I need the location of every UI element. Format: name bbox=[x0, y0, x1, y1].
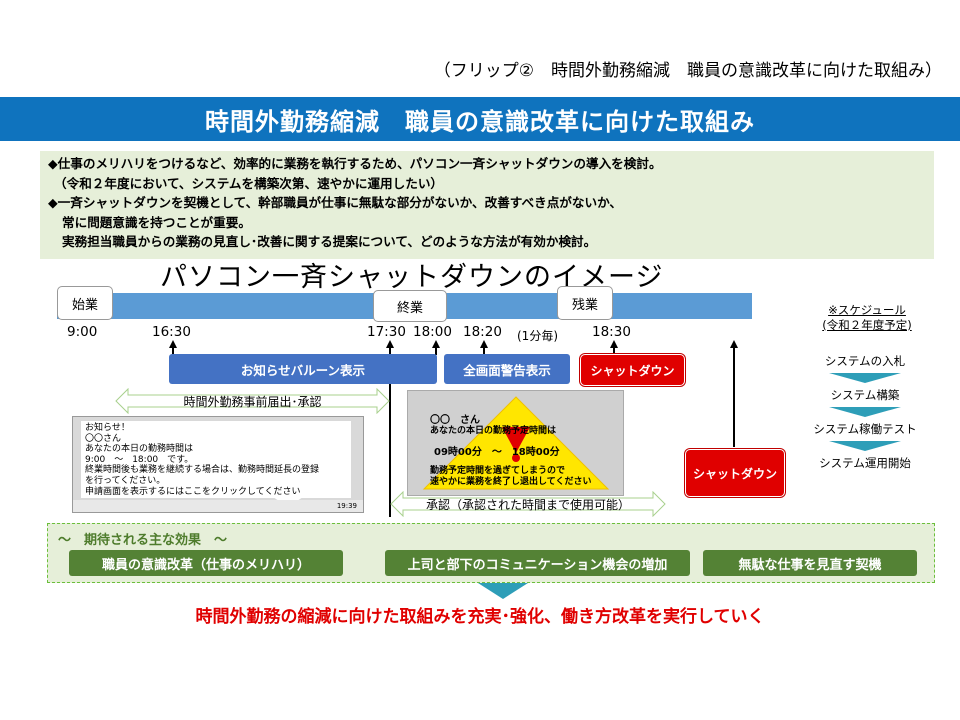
schedule-title-line-1: ※スケジュール bbox=[828, 303, 906, 317]
fullscreen-warning-screenshot: 〇〇 さん あなたの本日の勤務予定時間は 09時00分 ～ 18時00分 勤務予… bbox=[407, 390, 624, 496]
approval-arrow-label: 承認（承認された時間まで使用可能） bbox=[425, 497, 630, 512]
down-arrow-icon bbox=[478, 583, 528, 599]
time-every-minute: (1分毎) bbox=[517, 329, 558, 343]
schedule-chevron-2-icon bbox=[829, 407, 901, 417]
time-1830: 18:30 bbox=[592, 324, 631, 340]
arrow-1730-line bbox=[389, 347, 391, 517]
bullet-panel: ◆仕事のメリハリをつけるなど、効率的に業務を執行するため、パソコン一斉シャットダ… bbox=[40, 151, 934, 259]
effects-heading: ～ 期待される主な効果 ～ bbox=[58, 533, 228, 548]
taskbar-clock: 19:39 bbox=[336, 502, 357, 510]
time-0900: 9:00 bbox=[67, 324, 98, 340]
schedule-chevron-3-icon bbox=[829, 441, 901, 451]
schedule-item-1: システムの入札 bbox=[824, 354, 906, 368]
conclusion-text: 時間外勤務の縮減に向けた取組みを充実･強化、働き方改革を実行していく bbox=[195, 607, 765, 627]
warning-times: 09時00分 ～ 18時00分 bbox=[434, 447, 560, 458]
schedule-item-2: システム構築 bbox=[830, 388, 900, 402]
time-1820: 18:20 bbox=[463, 324, 502, 340]
arrow-1800-line bbox=[435, 347, 437, 355]
popup-line-5: 終業時間後も業務を継続する場合は、勤務時間延長の登録 bbox=[85, 465, 320, 476]
balloon-popup-content: お知らせ！ 〇〇さん あなたの本日の勤務時間は 9:00 ～ 18:00 です。… bbox=[81, 421, 351, 498]
popup-line-6: を行ってください。 bbox=[85, 475, 166, 486]
shutdown-box-1: シャットダウン bbox=[581, 355, 684, 385]
effect-item-2: 上司と部下のコミュニケーション機会の増加 bbox=[385, 550, 690, 576]
tag-overtime: 残業 bbox=[557, 286, 613, 320]
effect-item-1: 職員の意識改革（仕事のメリハリ） bbox=[69, 550, 343, 576]
bullet-line-1: ◆仕事のメリハリをつけるなど、効率的に業務を執行するため、パソコン一斉シャットダ… bbox=[48, 156, 662, 171]
balloon-popup-screenshot: お知らせ！ 〇〇さん あなたの本日の勤務時間は 9:00 ～ 18:00 です。… bbox=[72, 416, 364, 513]
arrow-1830-icon bbox=[610, 340, 618, 348]
schedule-title-line-2: (令和２年度予定) bbox=[822, 318, 912, 332]
flip-caption: （フリップ② 時間外勤務縮減 職員の意識改革に向けた取組み） bbox=[433, 61, 942, 81]
bullet-line-5: 実務担当職員からの業務の見直し･改善に関する提案について、どのような方法が有効か… bbox=[62, 234, 597, 249]
arrow-1820-icon bbox=[480, 340, 488, 348]
main-title-bar: 時間外勤務縮減 職員の意識改革に向けた取組み bbox=[0, 97, 960, 141]
effect-item-3: 無駄な仕事を見直す契機 bbox=[703, 550, 917, 576]
popup-line-1: お知らせ！ bbox=[85, 423, 130, 433]
popup-line-2: 〇〇さん bbox=[85, 433, 122, 444]
approval-arrow-icon bbox=[390, 491, 666, 517]
arrow-final-line bbox=[733, 347, 735, 447]
bullet-line-3: ◆一斉シャットダウンを契機として、幹部職員が仕事に無駄な部分がないか、改善すべき… bbox=[48, 195, 623, 210]
warning-name: 〇〇 さん bbox=[430, 415, 480, 426]
warning-triangle-icon bbox=[422, 396, 610, 490]
arrow-1630-icon bbox=[169, 340, 177, 348]
pre-approval-arrow-icon bbox=[115, 388, 390, 414]
arrow-final-icon bbox=[730, 340, 738, 348]
popup-line-7: 申請画面を表示するにはここをクリックしてください bbox=[85, 486, 301, 497]
arrow-1630-line bbox=[172, 347, 174, 355]
warning-line-1: あなたの本日の勤務予定時間は bbox=[430, 426, 557, 436]
shutdown-box-2: シャットダウン bbox=[686, 450, 784, 496]
tag-end: 終業 bbox=[373, 290, 447, 322]
popup-line-4: 9:00 ～ 18:00 です。 bbox=[85, 454, 194, 465]
arrow-1820-line bbox=[483, 347, 485, 355]
main-title: 時間外勤務縮減 職員の意識改革に向けた取組み bbox=[205, 107, 755, 136]
arrow-1830-line bbox=[613, 347, 615, 355]
time-1630: 16:30 bbox=[152, 324, 191, 340]
bullet-line-4: 常に問題意識を持つことが重要。 bbox=[62, 214, 251, 230]
arrow-1730-icon bbox=[386, 340, 394, 348]
fullscreen-warning-box: 全画面警告表示 bbox=[444, 354, 570, 384]
time-1800: 18:00 bbox=[413, 324, 452, 340]
schedule-chevron-1-icon bbox=[829, 373, 901, 383]
pre-approval-arrow-label: 時間外勤務事前届出･承認 bbox=[183, 394, 322, 409]
warning-line-2: 勤務予定時間を過ぎてしまうので bbox=[430, 466, 566, 476]
tag-start: 始業 bbox=[57, 286, 113, 320]
warning-line-3: 速やかに業務を終了し退出してください bbox=[430, 477, 592, 487]
schedule-item-4: システム運用開始 bbox=[819, 456, 911, 470]
popup-line-3: あなたの本日の勤務時間は bbox=[85, 444, 194, 455]
schedule-title: ※スケジュール (令和２年度予定) bbox=[808, 303, 926, 333]
balloon-box: お知らせバルーン表示 bbox=[169, 354, 437, 384]
arrow-1800-icon bbox=[432, 340, 440, 348]
taskbar: 19:39 bbox=[73, 500, 363, 512]
bullet-line-2: （令和２年度において、システムを構築次第、速やかに運用したい） bbox=[54, 175, 444, 191]
time-1730: 17:30 bbox=[367, 324, 406, 340]
schedule-item-3: システム稼働テスト bbox=[813, 422, 917, 436]
